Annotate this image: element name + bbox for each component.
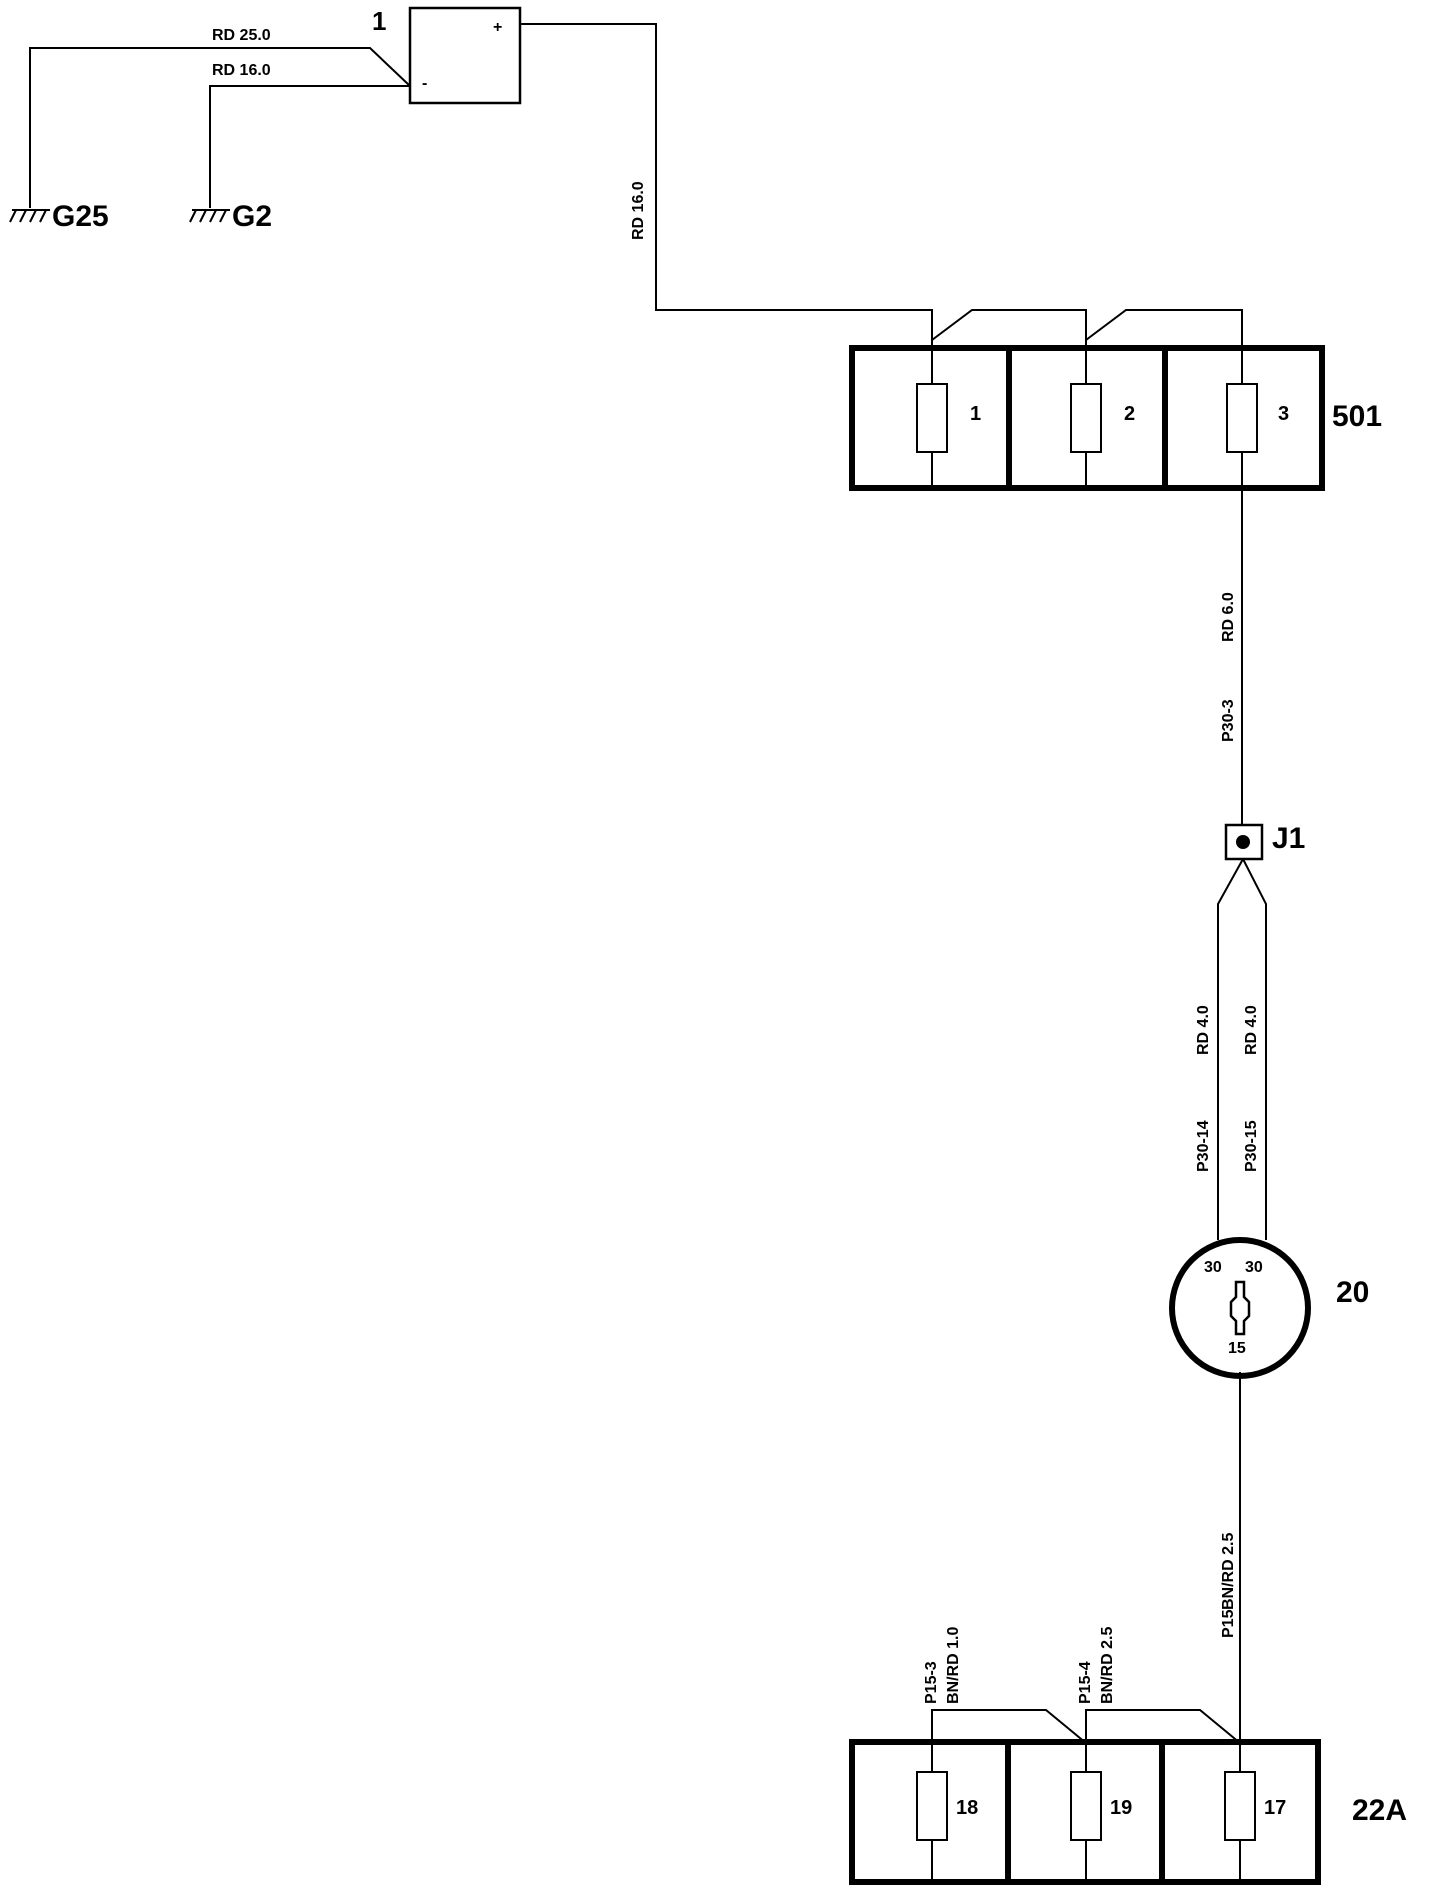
fuse-label-22a-17: 17 — [1264, 1797, 1286, 1819]
junction-label-j1: J1 — [1272, 822, 1305, 855]
wire-label-rd16-plus: RD 16.0 — [630, 181, 647, 240]
fusebox-501-id: 501 — [1332, 400, 1382, 433]
fuse-label-22a-18: 18 — [956, 1797, 978, 1819]
fusebox-22a-id: 22A — [1352, 1794, 1407, 1827]
fuse-label-501-2: 2 — [1124, 403, 1135, 425]
ignition-switch-id: 20 — [1336, 1276, 1369, 1309]
ground-label-g25: G25 — [52, 200, 109, 233]
ground-label-g2: G2 — [232, 200, 272, 233]
key-icon — [1229, 1280, 1251, 1336]
fuse-501-2[interactable] — [1070, 383, 1102, 453]
wire-p30-14 — [1217, 858, 1244, 1240]
circuit-label-p15: P15 — [1220, 1609, 1237, 1638]
switch-pin-30-a: 30 — [1204, 1259, 1222, 1276]
circuit-label-p15-3: P15-3 — [923, 1661, 940, 1704]
ground-icon — [9, 209, 50, 223]
fuse-501-1[interactable] — [916, 383, 948, 453]
wire-battery-g25 — [29, 47, 411, 208]
wire-label-rd6: RD 6.0 — [1220, 592, 1237, 642]
junction-j1[interactable] — [1224, 823, 1264, 861]
battery-id-label: 1 — [372, 6, 386, 36]
fuse-22a-18[interactable] — [916, 1771, 948, 1841]
fuse-label-22a-19: 19 — [1110, 1797, 1132, 1819]
wire-label-rd25: RD 25.0 — [212, 27, 271, 44]
fusebox-22a — [849, 1739, 1321, 1885]
wire-label-bnrd25: BN/RD 2.5 — [1220, 1533, 1237, 1610]
wire-label-rd4-a: RD 4.0 — [1195, 1005, 1212, 1055]
fuse-22a-17[interactable] — [1224, 1771, 1256, 1841]
wire-battery-g2 — [209, 85, 410, 208]
fuse-label-501-3: 3 — [1278, 403, 1289, 425]
fusebox-501 — [849, 345, 1325, 491]
fuse-501-3[interactable] — [1226, 383, 1258, 453]
circuit-label-p30-15: P30-15 — [1243, 1120, 1260, 1172]
wire-p30-15 — [1242, 858, 1267, 1240]
ground-icon — [189, 209, 230, 223]
wire-battery-plus — [520, 23, 933, 490]
circuit-label-p30-3: P30-3 — [1220, 699, 1237, 742]
circuit-label-p15-4: P15-4 — [1077, 1661, 1094, 1704]
wire-label-bnrd10: BN/RD 1.0 — [945, 1627, 962, 1704]
wire-label-rd16-ground: RD 16.0 — [212, 62, 271, 79]
switch-pin-15: 15 — [1228, 1340, 1246, 1357]
bridge-501-fuse2-fuse3 — [1085, 309, 1243, 825]
battery-plus-terminal: + — [493, 19, 502, 36]
fuse-22a-19[interactable] — [1070, 1771, 1102, 1841]
wire-label-bnrd25-b: BN/RD 2.5 — [1099, 1627, 1116, 1704]
circuit-label-p30-14: P30-14 — [1195, 1120, 1212, 1172]
wire-label-rd4-b: RD 4.0 — [1243, 1005, 1260, 1055]
battery[interactable]: + - — [408, 6, 522, 105]
switch-pin-30-b: 30 — [1245, 1259, 1263, 1276]
fuse-label-501-1: 1 — [970, 403, 981, 425]
battery-minus-terminal: - — [422, 75, 427, 92]
